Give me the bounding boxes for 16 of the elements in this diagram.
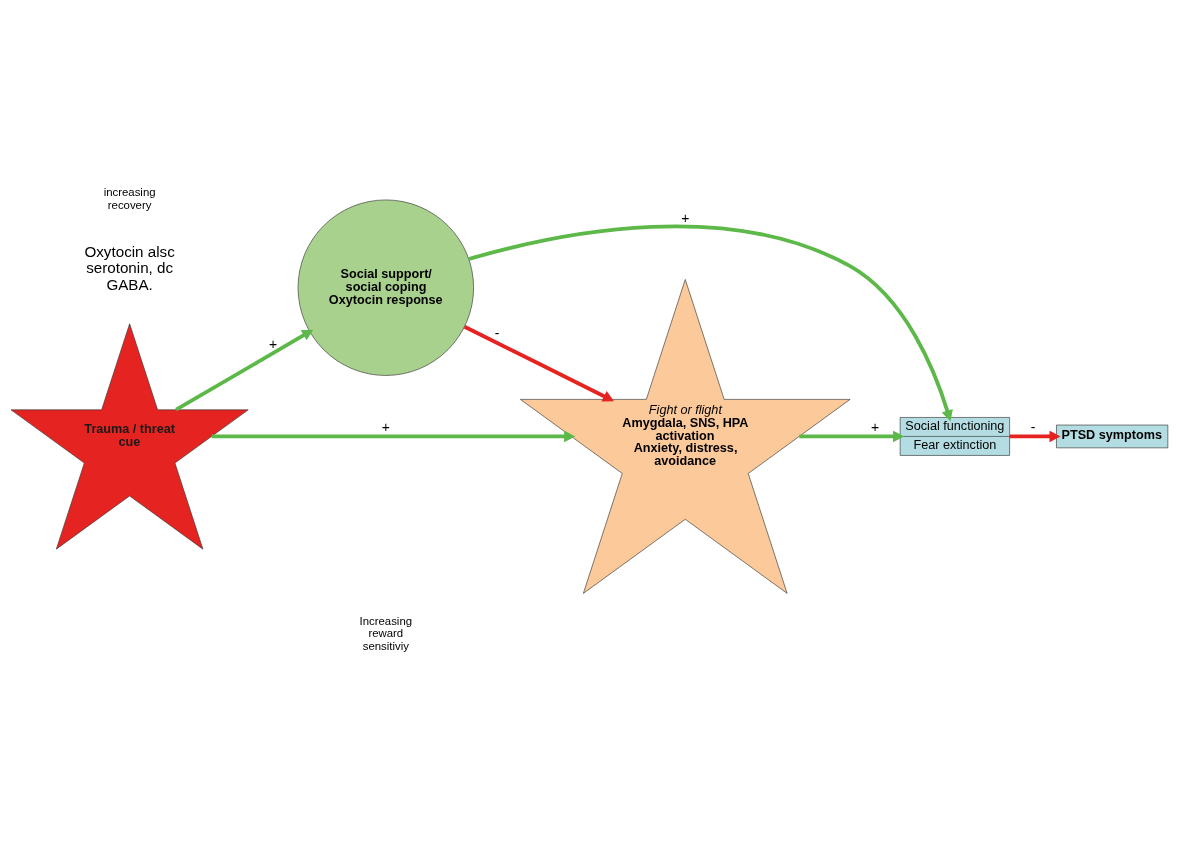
edge-label: + (681, 209, 690, 226)
arrow (211, 430, 576, 442)
edge-label: - (1030, 418, 1036, 435)
label: Increasing reward sensitiviy (359, 614, 413, 652)
label: Oxytocin alsc serotonin, dc GABA. (84, 242, 175, 293)
edge-label: - (494, 324, 500, 341)
arrow (463, 324, 614, 401)
edge-label: + (871, 418, 880, 435)
edge-label: + (269, 335, 278, 352)
node-box: PTSD symptoms (1056, 424, 1169, 448)
arrow (468, 224, 953, 421)
arrow (799, 430, 905, 442)
edge-label: + (381, 418, 390, 435)
label: increasing recovery (103, 185, 156, 211)
arrow (175, 329, 314, 411)
arrow (1009, 430, 1061, 442)
